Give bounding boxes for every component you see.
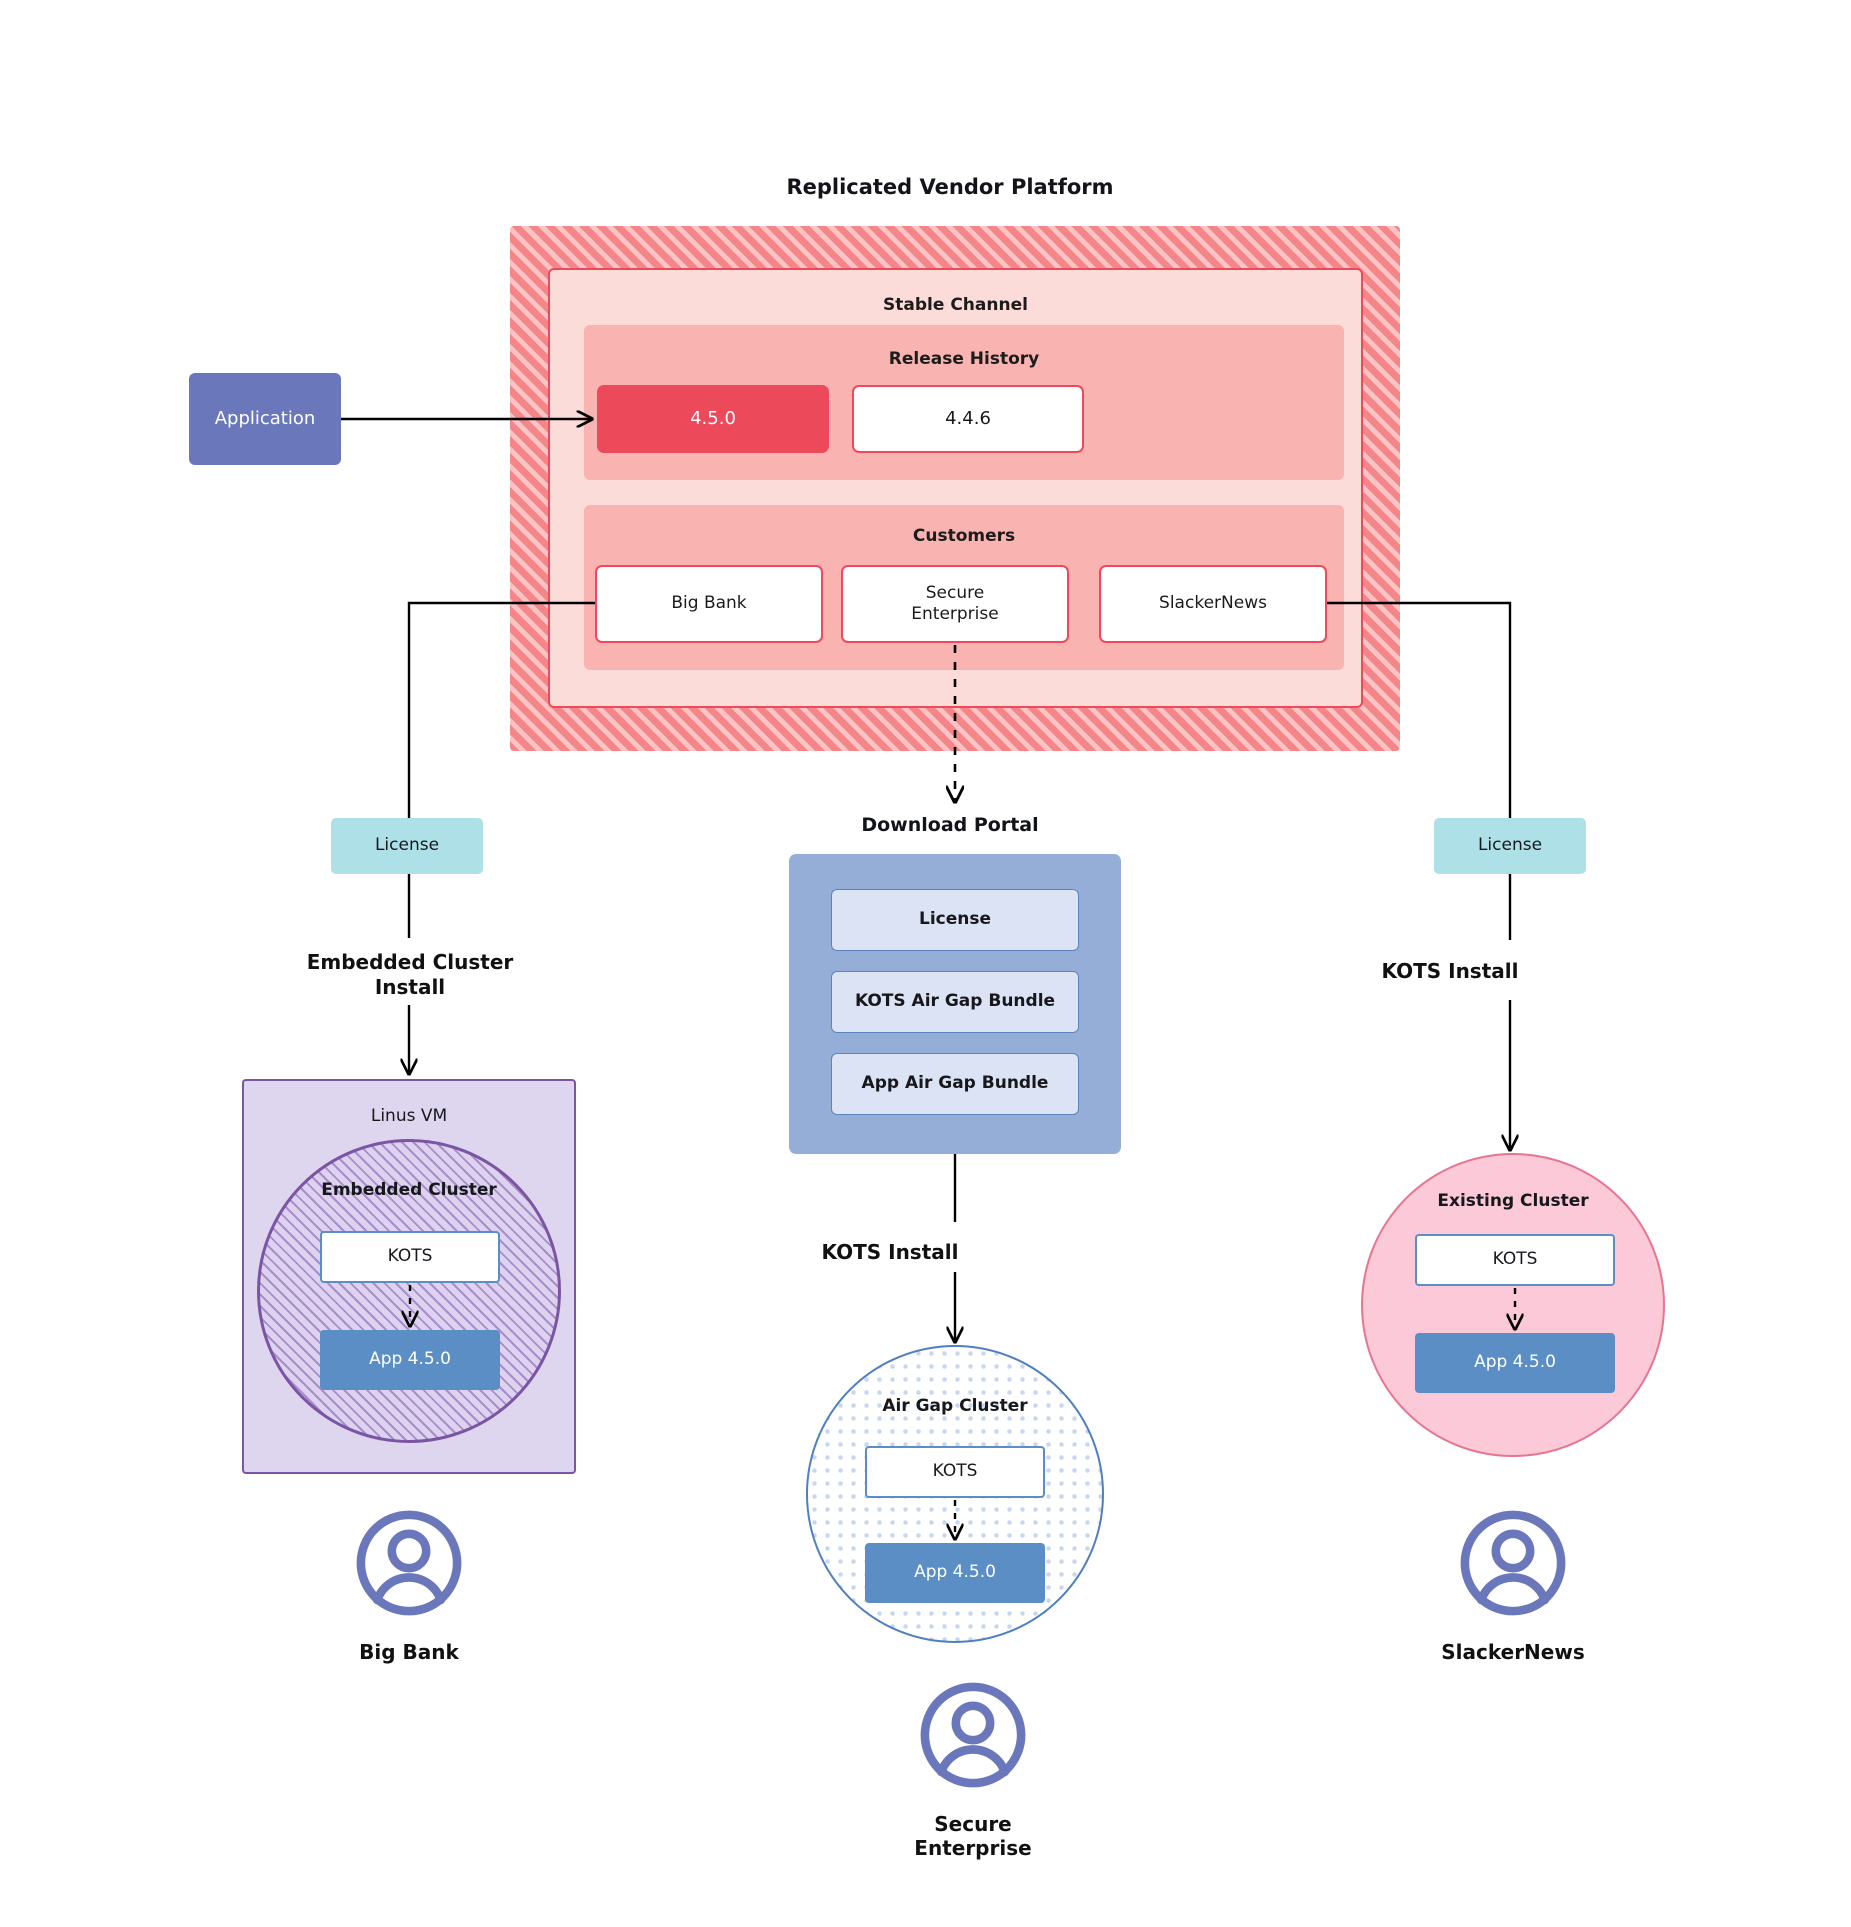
release-card-current[interactable]: 4.5.0 (597, 385, 829, 453)
flow-label-embedded-cluster-install: Embedded Cluster Install (306, 950, 514, 999)
release-card-previous[interactable]: 4.4.6 (852, 385, 1084, 453)
existing-cluster-kots-box[interactable]: KOTS (1415, 1234, 1615, 1286)
person-name: Big Bank (359, 1640, 459, 1664)
stable-channel-title: Stable Channel (883, 295, 1028, 316)
portal-item-app-air-gap-bundle[interactable]: App Air Gap Bundle (831, 1053, 1079, 1115)
customer-card-slackernews[interactable]: SlackerNews (1099, 565, 1327, 643)
portal-item-license[interactable]: License (831, 889, 1079, 951)
flow-label-kots-install-middle: KOTS Install (821, 1239, 959, 1264)
person-name: SlackerNews (1441, 1640, 1585, 1664)
page-title: Replicated Vendor Platform (786, 174, 1114, 199)
portal-item-kots-air-gap-bundle[interactable]: KOTS Air Gap Bundle (831, 971, 1079, 1033)
person-big-bank: Big Bank (259, 1508, 559, 1664)
license-chip-right[interactable]: License (1434, 818, 1586, 874)
existing-cluster-app-box[interactable]: App 4.5.0 (1415, 1333, 1615, 1393)
air-gap-kots-box[interactable]: KOTS (865, 1446, 1045, 1498)
customers-title: Customers (912, 526, 1016, 547)
embedded-cluster-app-box[interactable]: App 4.5.0 (320, 1330, 500, 1390)
embedded-cluster-circle (257, 1139, 561, 1443)
person-name: Secure Enterprise (914, 1812, 1032, 1860)
linux-vm-label: Linus VM (370, 1106, 448, 1127)
application-node[interactable]: Application (189, 373, 341, 465)
customer-card-big-bank[interactable]: Big Bank (595, 565, 823, 643)
user-avatar-icon (920, 1682, 1026, 1788)
download-portal-title: Download Portal (861, 814, 1039, 837)
person-slackernews: SlackerNews (1363, 1508, 1663, 1664)
customer-card-secure-enterprise[interactable]: Secure Enterprise (841, 565, 1069, 643)
air-gap-app-box[interactable]: App 4.5.0 (865, 1543, 1045, 1603)
user-avatar-icon (356, 1510, 462, 1616)
existing-cluster-label: Existing Cluster (1437, 1191, 1589, 1212)
flow-label-kots-install-right: KOTS Install (1381, 958, 1519, 983)
air-gap-cluster-label: Air Gap Cluster (882, 1396, 1028, 1417)
person-secure-enterprise: Secure Enterprise (823, 1680, 1123, 1860)
embedded-cluster-kots-box[interactable]: KOTS (320, 1231, 500, 1283)
user-avatar-icon (1460, 1510, 1566, 1616)
existing-cluster-circle (1361, 1153, 1665, 1457)
release-history-title: Release History (888, 349, 1040, 370)
license-chip-left[interactable]: License (331, 818, 483, 874)
embedded-cluster-label: Embedded Cluster (321, 1180, 497, 1201)
